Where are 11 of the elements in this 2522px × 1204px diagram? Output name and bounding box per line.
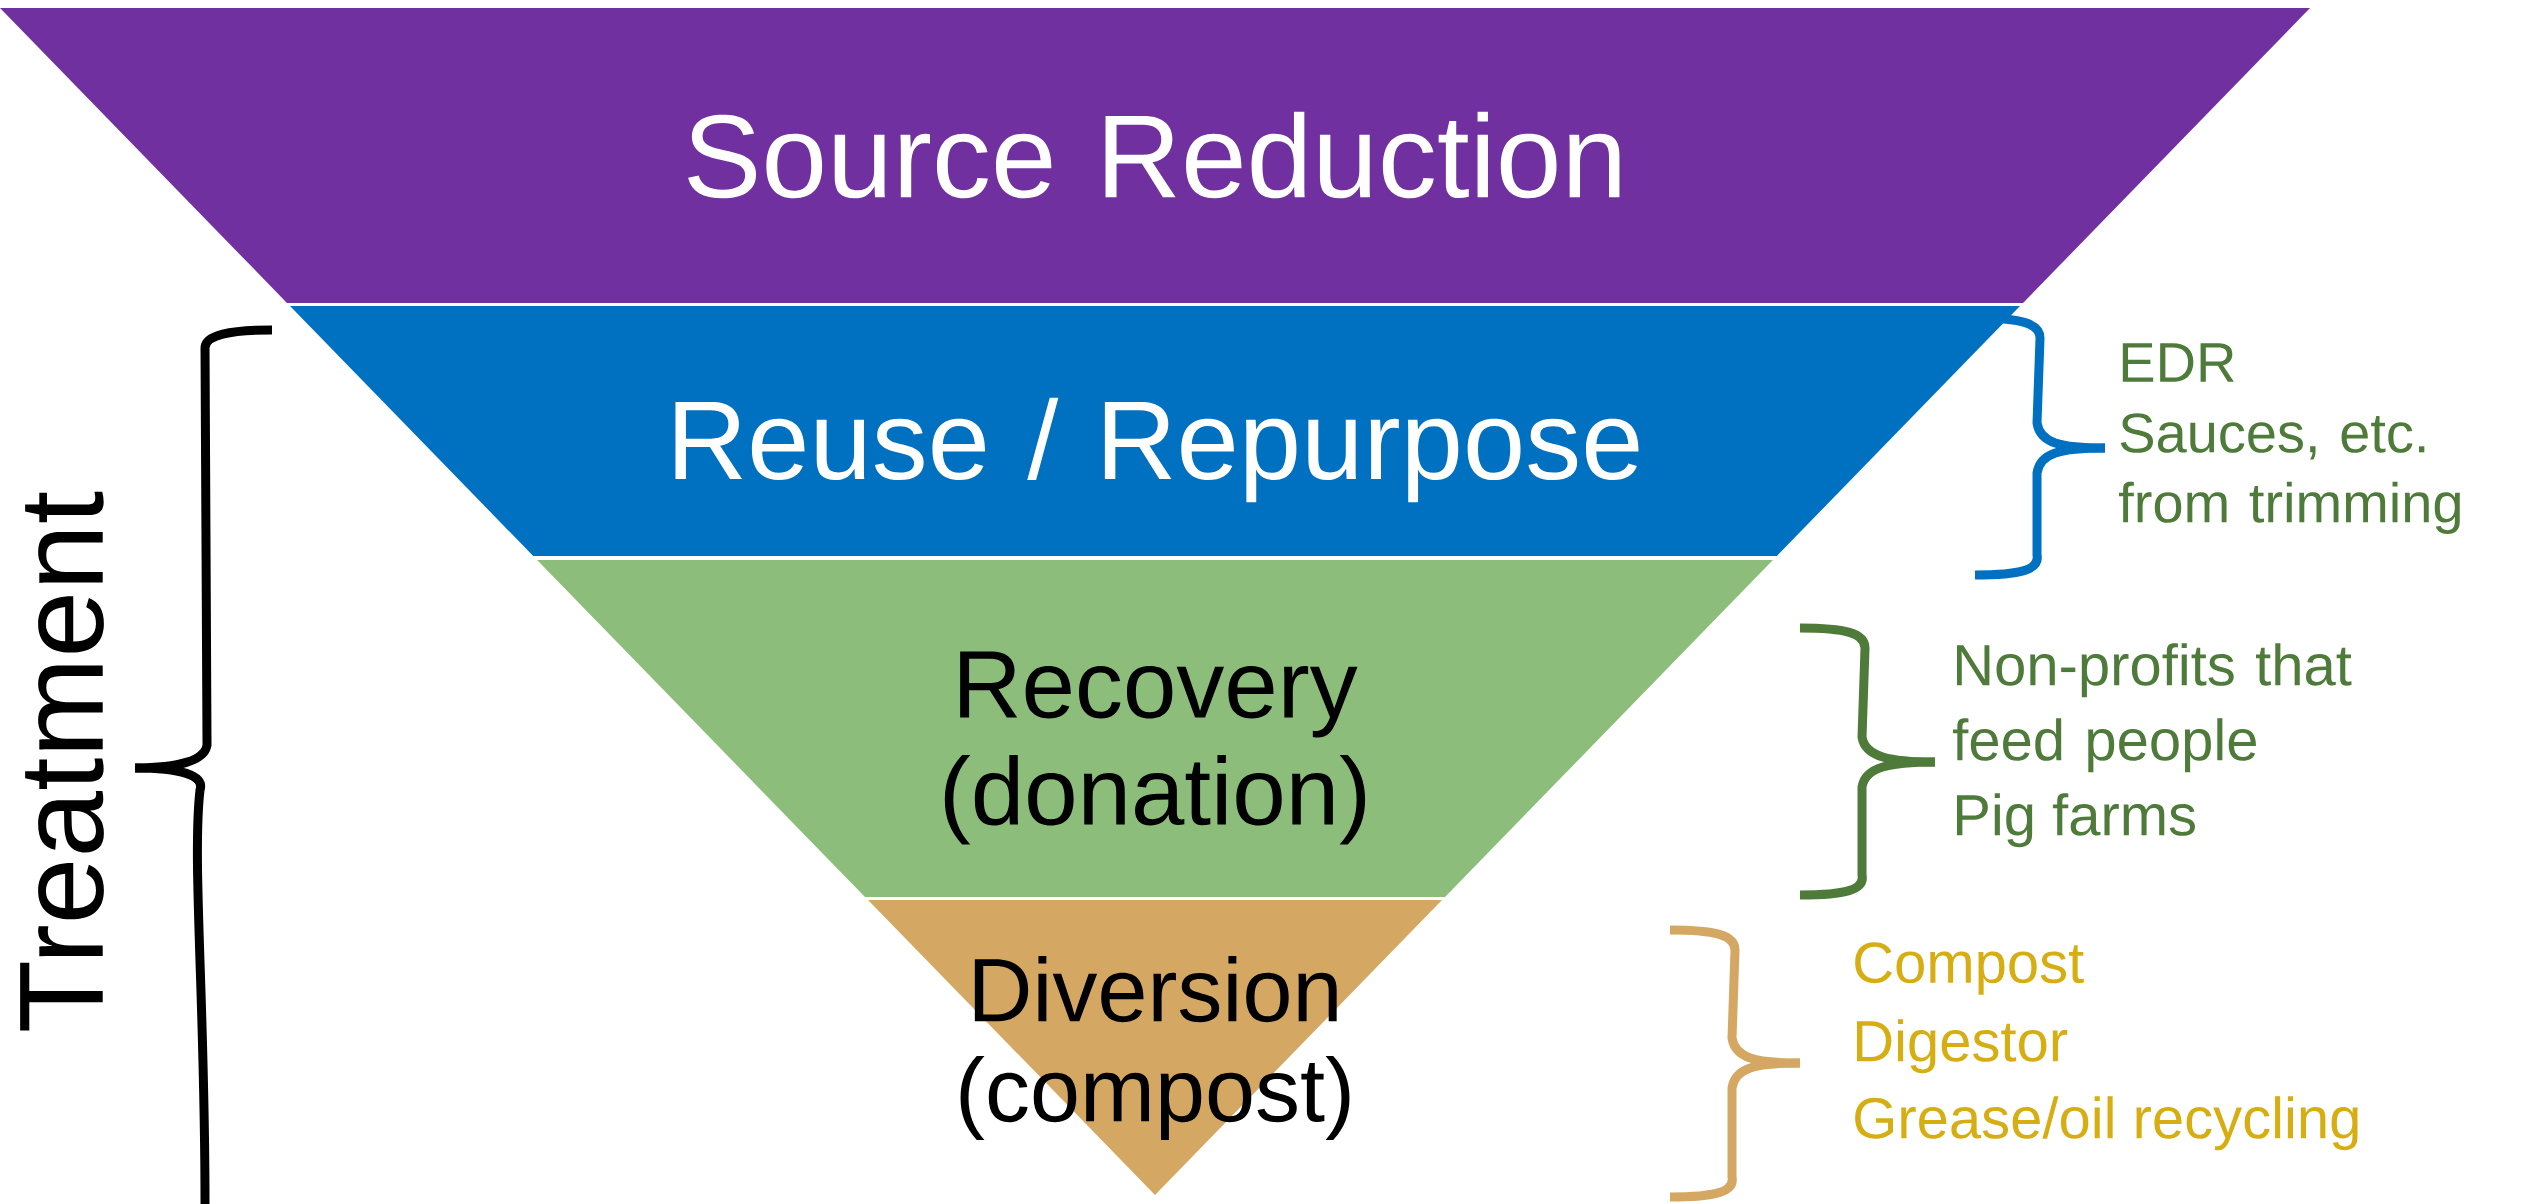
side-note: Grease/oil recycling — [1855, 1096, 2358, 1151]
side-label: Treatment — [20, 491, 104, 1031]
side-note: Compost — [1855, 942, 2084, 995]
side-note: Sauces, etc. from trimming — [2119, 413, 2460, 534]
funnel-band: Reuse / Repurpose — [290, 306, 2020, 556]
funnel-band: Recovery (donation) — [537, 560, 1773, 897]
side-note: Pig farms — [1956, 793, 2195, 848]
side-note: EDR — [2122, 343, 2234, 382]
side-note: Digestor — [1856, 1019, 2068, 1074]
funnel-band: Source Reduction — [0, 8, 2310, 303]
side-note: Non-profits that feed people — [1953, 643, 2352, 773]
